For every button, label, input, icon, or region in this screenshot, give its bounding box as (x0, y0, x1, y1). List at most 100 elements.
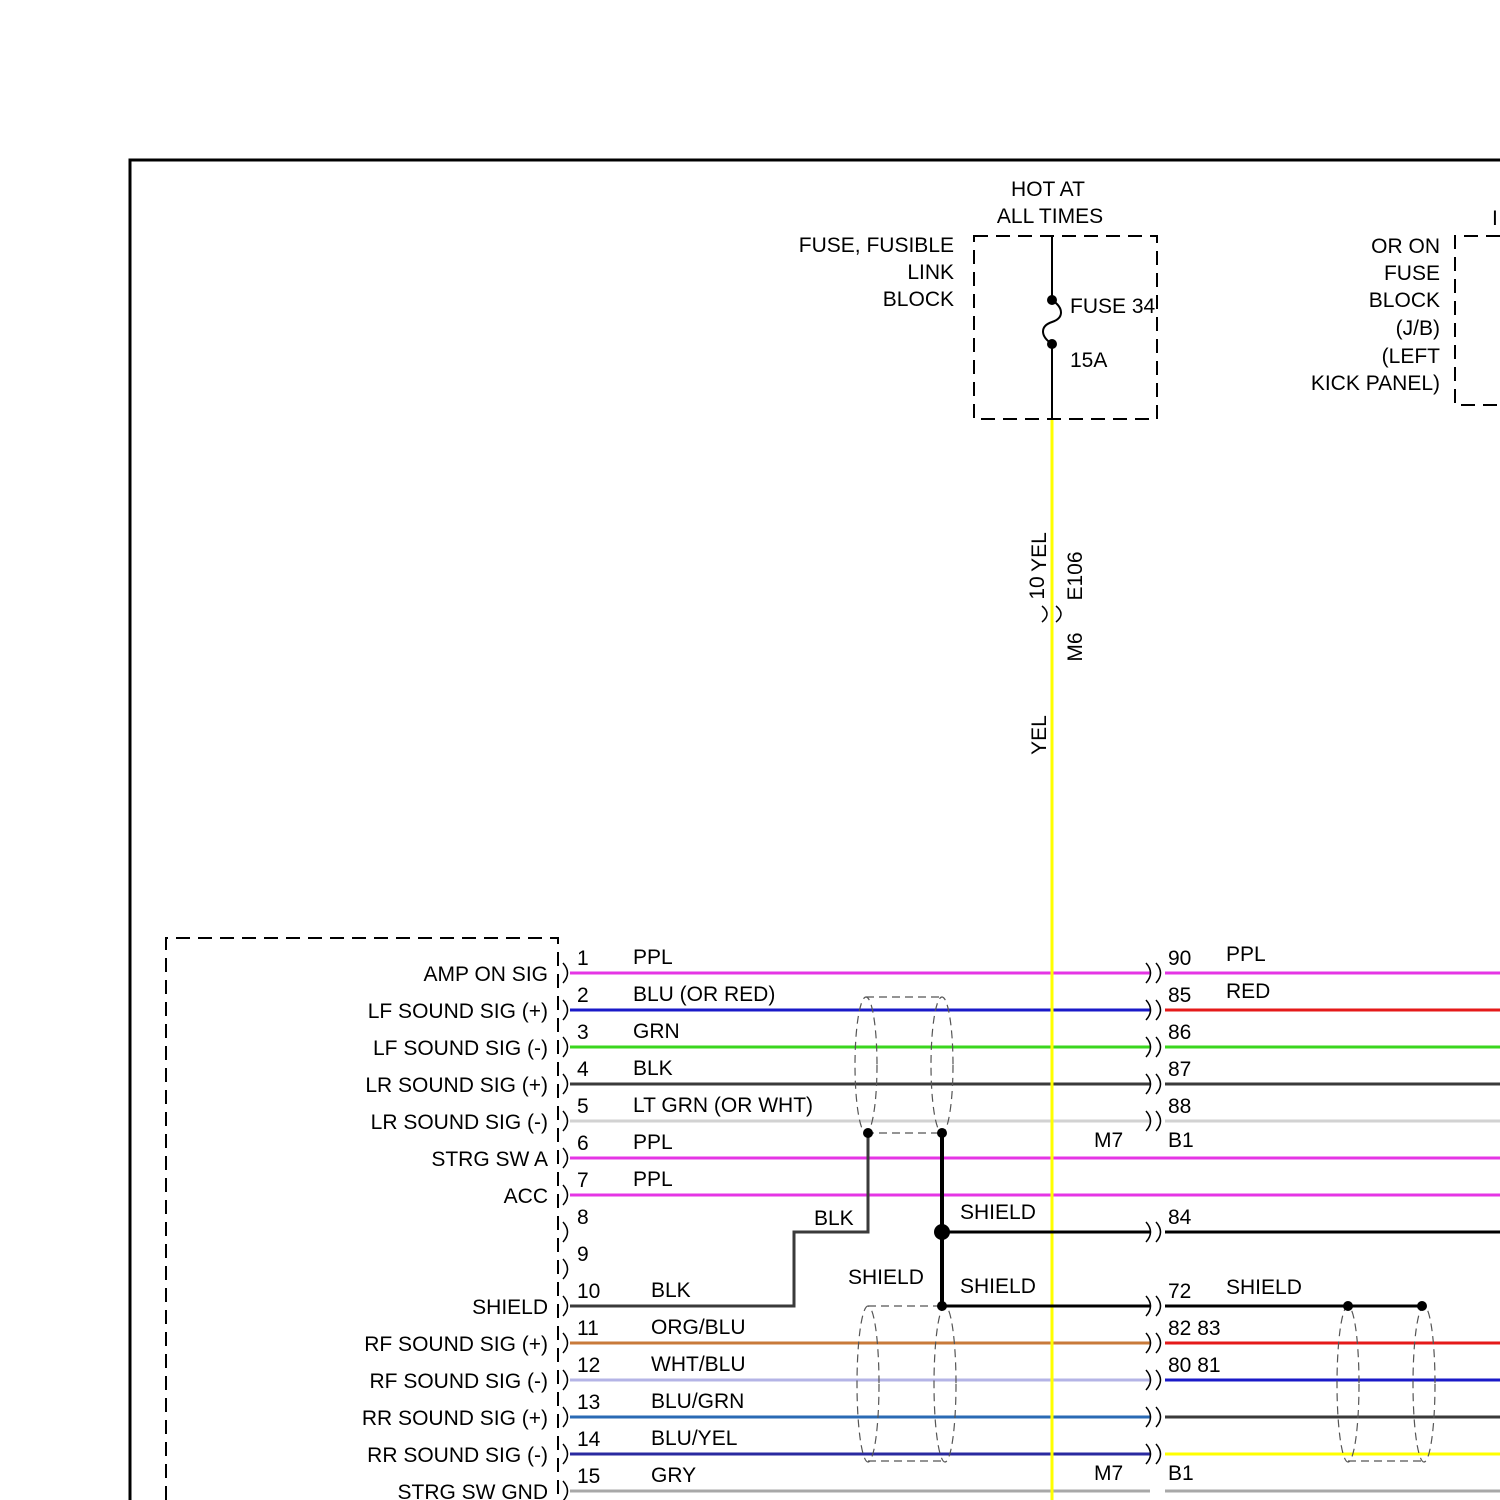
wire-2-destination-pin: 85 (1168, 984, 1191, 1007)
left-connector-pin-5-symbol (563, 1111, 568, 1131)
left-connector-pin-12-symbol (563, 1370, 568, 1390)
pin-7-number: 7 (577, 1169, 589, 1192)
pin-11-function-label: RF SOUND SIG (+) (364, 1333, 548, 1356)
hot-at-label: HOT AT (1011, 178, 1085, 201)
wire-14-color-label: BLU/YEL (651, 1427, 737, 1450)
pin-4-number: 4 (577, 1058, 589, 1081)
wire-10-destination-pin: 72 (1168, 1280, 1191, 1303)
pin-2-number: 2 (577, 984, 589, 1007)
all-times-label: ALL TIMES (997, 205, 1103, 228)
mid-connector-row-1-symbol-b (1156, 963, 1161, 983)
right-fuse-block-label: OR ON FUSE BLOCK (J/B) (LEFT KICK PANEL) (1311, 235, 1440, 395)
left-connector-pin-7-symbol (563, 1185, 568, 1205)
left-connector-pin-6-symbol (563, 1148, 568, 1168)
fuse-block-label-2: LINK (907, 261, 954, 284)
fuse-name: FUSE 34 (1070, 295, 1156, 318)
pin-10-number: 10 (577, 1280, 600, 1303)
right-fuse-block-outline (1455, 236, 1500, 405)
pin-3-number: 3 (577, 1021, 589, 1044)
right-block-label-2: FUSE (1384, 262, 1440, 285)
wire-3-color-label: GRN (633, 1020, 680, 1043)
mid-connector-row-11-symbol-b (1156, 1333, 1161, 1353)
wire-11-color-label: ORG/BLU (651, 1316, 746, 1339)
fuse-symbol (1043, 300, 1061, 344)
connector-b1-upper: B1 (1168, 1129, 1194, 1152)
pin-1-function-label: AMP ON SIG (424, 963, 548, 986)
splice-dot-upper-left (863, 1128, 873, 1138)
mid-connector-row-4-symbol-b (1156, 1074, 1161, 1094)
wire-10-destination-color: SHIELD (1226, 1276, 1302, 1299)
connector-m7-upper: M7 (1094, 1129, 1123, 1152)
left-connector-pin-13-symbol (563, 1407, 568, 1427)
wire-7-color-label: PPL (633, 1168, 673, 1191)
twisted-pair-group-right (1337, 1306, 1435, 1462)
left-connector-pin-14-symbol (563, 1444, 568, 1464)
wire-8-destination-pin: 84 (1168, 1206, 1192, 1229)
page-frame (130, 160, 1500, 1500)
twisted-pair-group-upper (855, 997, 953, 1133)
fuse-block-label-1: FUSE, FUSIBLE (799, 234, 954, 257)
splice-dot-upper-right (937, 1128, 947, 1138)
pin-13-function-label: RR SOUND SIG (+) (362, 1407, 548, 1430)
pin-9-number: 9 (577, 1243, 589, 1266)
shield-label-above-splice: SHIELD (848, 1266, 924, 1289)
wire-3-destination-pin: 86 (1168, 1021, 1191, 1044)
left-connector-pin-10-symbol (563, 1296, 568, 1316)
mid-connector-row-2-symbol-b (1156, 1000, 1161, 1020)
fuse-block-label-3: BLOCK (883, 288, 954, 311)
mid-connector-row-3-symbol-b (1156, 1037, 1161, 1057)
connector-m6: M6 (1064, 632, 1087, 661)
right-block-label-6: KICK PANEL) (1311, 372, 1440, 395)
left-connector-pin-3-symbol (563, 1037, 568, 1057)
pin-14-function-label: RR SOUND SIG (-) (367, 1444, 548, 1467)
pin-5-number: 5 (577, 1095, 589, 1118)
wire-2-destination-color: RED (1226, 980, 1270, 1003)
feed-color-upper: YEL (1028, 532, 1051, 572)
wire-13-color-label: BLU/GRN (651, 1390, 744, 1413)
mid-connector-row-5-symbol-b (1156, 1111, 1161, 1131)
wire-12-color-label: WHT/BLU (651, 1353, 746, 1376)
twisted-pair-group-lower (857, 1306, 956, 1462)
pin-6-number: 6 (577, 1132, 589, 1155)
connector-m7-lower: M7 (1094, 1462, 1123, 1485)
connector-e106: E106 (1064, 551, 1087, 600)
splice-dot-right-1 (1343, 1301, 1353, 1311)
shield-label-to-72: SHIELD (960, 1275, 1036, 1298)
right-block-label-3: BLOCK (1369, 289, 1440, 312)
pin-6-function-label: STRG SW A (431, 1148, 548, 1171)
pin-5-function-label: LR SOUND SIG (-) (371, 1111, 548, 1134)
left-connector-pin-8-symbol (563, 1222, 568, 1242)
fuse-block-outline (974, 236, 1157, 419)
splice-dot-lower (937, 1301, 947, 1311)
wire-11-destination-pin: 82 83 (1168, 1317, 1221, 1340)
right-block-partial-text: I (1492, 207, 1498, 230)
wire-2-color-label: BLU (OR RED) (633, 983, 775, 1006)
left-connector-pin-1-symbol (563, 963, 568, 983)
pin-2-function-label: LF SOUND SIG (+) (368, 1000, 548, 1023)
fuse-rating: 15A (1070, 349, 1107, 372)
wire-1-destination-color: PPL (1226, 943, 1266, 966)
blk-jumper-label: BLK (814, 1207, 854, 1230)
right-block-label-5: (LEFT (1382, 345, 1441, 368)
splice-dot-right-2 (1417, 1301, 1427, 1311)
pin-11-number: 11 (577, 1317, 599, 1340)
wire-10-color-label: BLK (651, 1279, 691, 1302)
left-connector-pin-2-symbol (563, 1000, 568, 1020)
left-connector-pin-15-symbol (563, 1481, 568, 1500)
pin-10-function-label: SHIELD (472, 1296, 548, 1319)
wire-5-destination-pin: 88 (1168, 1095, 1191, 1118)
wire-4-destination-pin: 87 (1168, 1058, 1191, 1081)
pin-3-function-label: LF SOUND SIG (-) (373, 1037, 548, 1060)
wire-6-color-label: PPL (633, 1131, 673, 1154)
connector-b1-lower: B1 (1168, 1462, 1194, 1485)
mid-connector-row-10-symbol-b (1156, 1296, 1161, 1316)
wire-4-color-label: BLK (633, 1057, 673, 1080)
wire-12-destination-pin: 80 81 (1168, 1354, 1221, 1377)
left-connector-pin-11-symbol (563, 1333, 568, 1353)
left-connector-pin-4-symbol (563, 1074, 568, 1094)
feed-pin: 10 (1026, 576, 1049, 599)
mid-connector-row-14-symbol-b (1156, 1444, 1161, 1464)
